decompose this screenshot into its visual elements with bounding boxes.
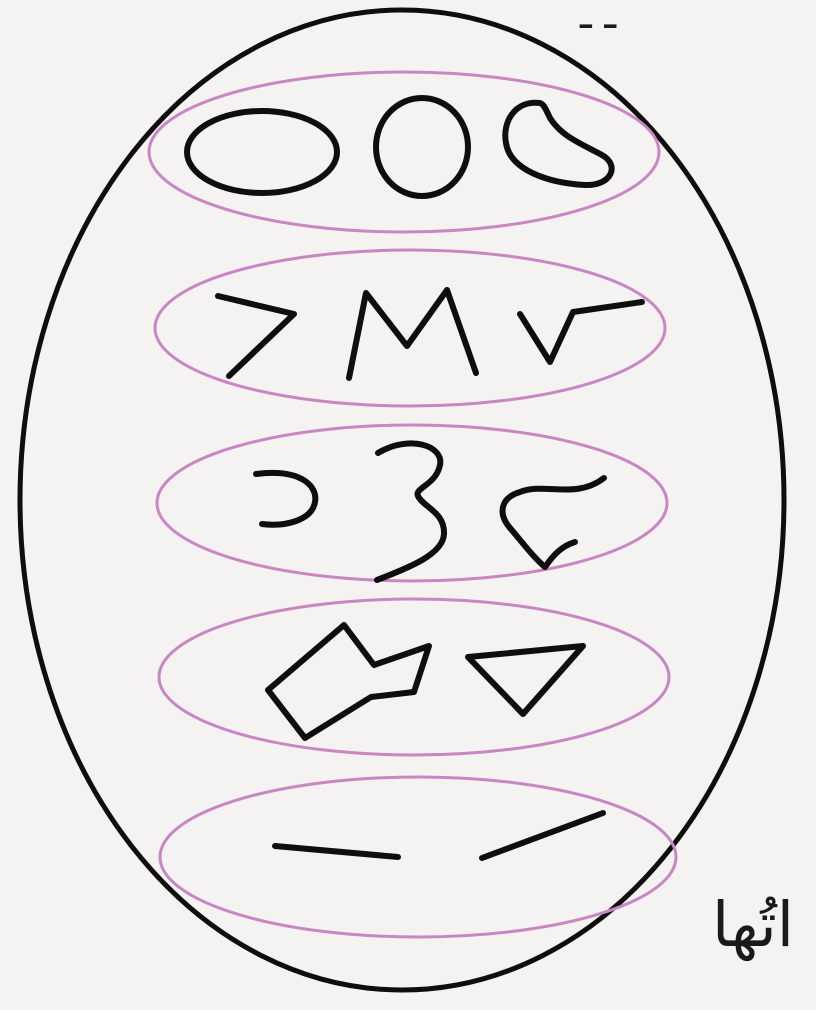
group-ring-1 (149, 72, 659, 232)
line-slanted-shape (482, 813, 603, 858)
ellipse-shape (187, 111, 337, 193)
triangle-shape (468, 646, 583, 714)
outer-oval (20, 10, 784, 990)
irregular-polygon-shape (268, 625, 429, 738)
group-ring-5 (160, 777, 676, 937)
group-rings (149, 72, 676, 937)
circle-shape (376, 98, 468, 196)
check-shape (520, 302, 642, 362)
three-curve-shape (377, 443, 444, 580)
zigzag-shape (349, 290, 476, 378)
group-ring-3 (157, 425, 667, 581)
group-ring-2 (155, 250, 665, 406)
line-horizontal-shape (275, 846, 398, 857)
bean-shape (505, 103, 611, 185)
angle-open-shape (218, 296, 294, 376)
group-ring-4 (159, 599, 669, 755)
wavy-closed-shape (503, 478, 604, 567)
c-arc-shape (256, 473, 315, 525)
